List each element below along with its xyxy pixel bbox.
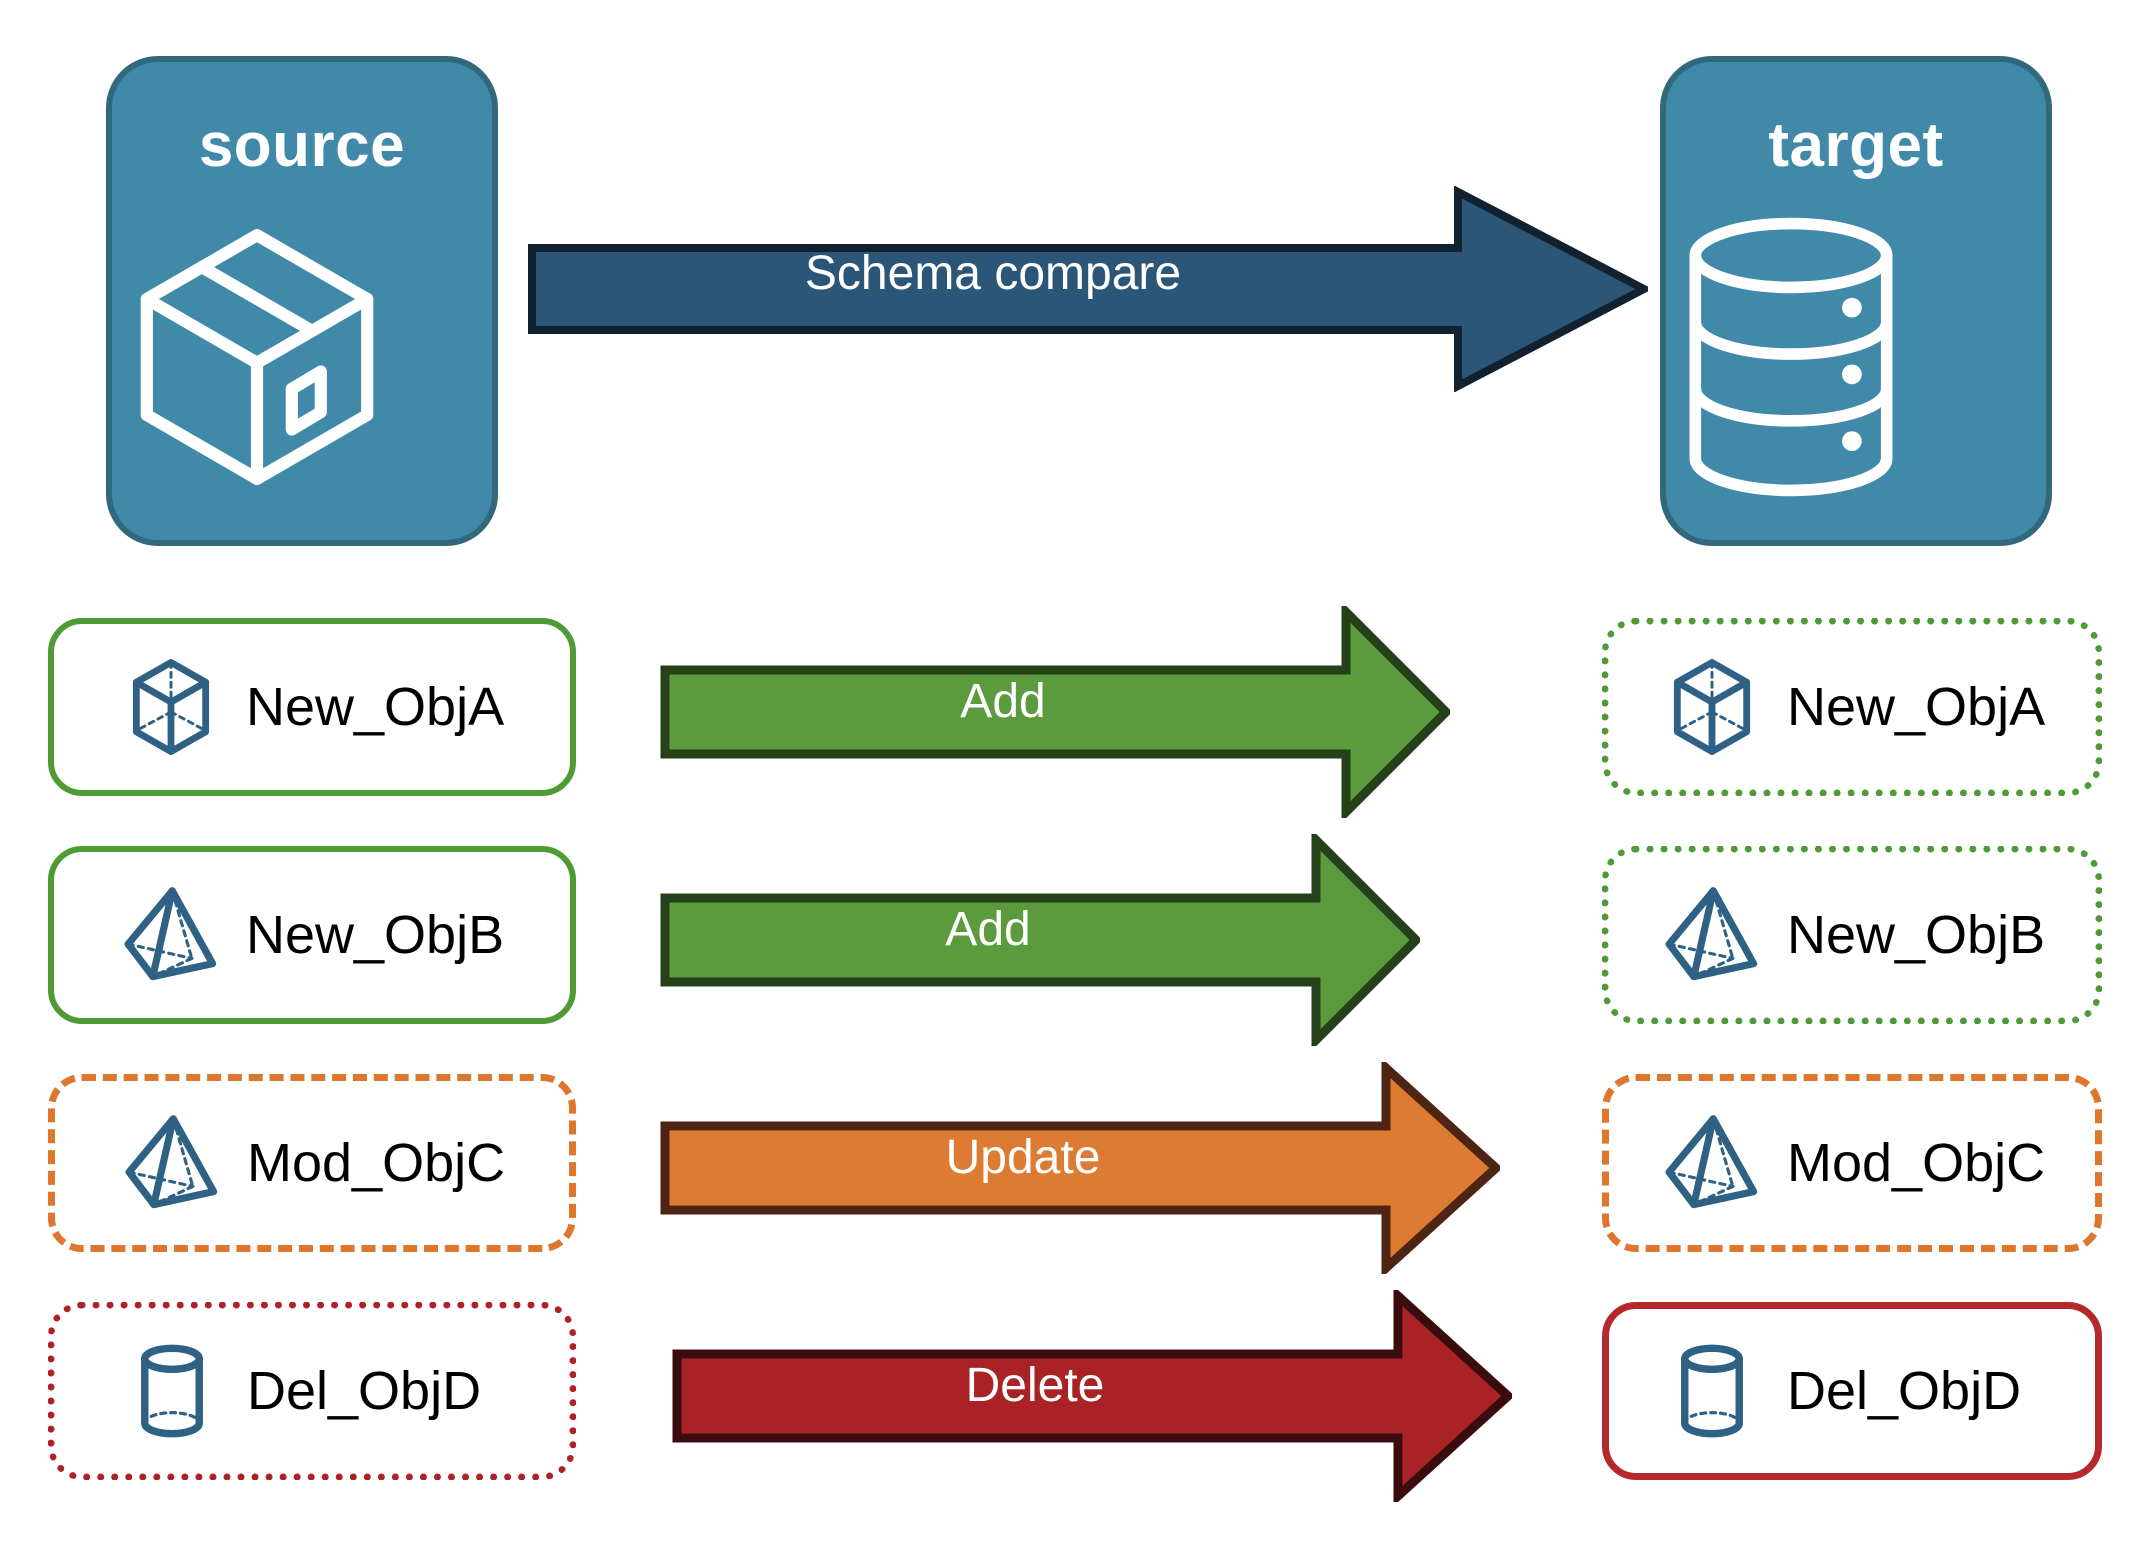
source-object-card[interactable]: Del_ObjD [48,1302,576,1480]
schema-compare-label: Schema compare [804,247,1182,300]
source-object-label: Del_ObjD [247,1361,482,1421]
wireframe-cylinder-icon [113,1339,231,1443]
wireframe-cube-icon [1653,655,1771,759]
target-object-label: Mod_ObjC [1787,1133,2046,1193]
wireframe-cube-icon [112,655,230,759]
target-title: target [1768,111,1944,180]
schema-compare-arrow[interactable]: Schema compare [528,186,1648,392]
action-arrow-label: Add [945,903,1031,956]
action-arrow-label: Add [960,675,1046,728]
wireframe-pyramid-icon [113,1111,231,1215]
wireframe-cylinder-icon [1653,1339,1771,1443]
target-object-card[interactable]: Del_ObjD [1602,1302,2102,1480]
source-object-card[interactable]: Mod_ObjC [48,1074,576,1252]
target-object-label: New_ObjA [1787,677,2046,737]
compare-row: New_ObjB Add [0,834,2150,1046]
package-box-icon [112,212,492,502]
compare-row: Del_ObjD Delete Del_ObjD [0,1290,2150,1502]
target-object-label: Del_ObjD [1787,1361,2022,1421]
source-object-card[interactable]: New_ObjA [48,618,576,796]
target-object-card[interactable]: New_ObjA [1602,618,2102,796]
compare-row: Mod_ObjC Update [0,1062,2150,1274]
wireframe-pyramid-icon [1653,883,1771,987]
action-arrow-label: Update [945,1131,1101,1184]
source-object-card[interactable]: New_ObjB [48,846,576,1024]
action-arrow[interactable]: Add [660,834,1420,1046]
target-object-card[interactable]: New_ObjB [1602,846,2102,1024]
action-arrow-label: Delete [965,1359,1105,1412]
source-title: source [198,111,406,180]
action-arrow[interactable]: Add [660,606,1450,818]
source-object-label: New_ObjB [246,905,505,965]
source-object-label: New_ObjA [246,677,505,737]
target-endpoint-card[interactable]: target [1660,56,2052,546]
target-object-label: New_ObjB [1787,905,2046,965]
source-object-label: Mod_ObjC [247,1133,506,1193]
wireframe-pyramid-icon [112,883,230,987]
target-object-card[interactable]: Mod_ObjC [1602,1074,2102,1252]
action-arrow[interactable]: Delete [672,1290,1512,1502]
wireframe-pyramid-icon [1653,1111,1771,1215]
compare-row: New_ObjA Add [0,606,2150,818]
database-cylinder-icon [1666,212,2046,502]
action-arrow[interactable]: Update [660,1062,1500,1274]
source-endpoint-card[interactable]: source [106,56,498,546]
